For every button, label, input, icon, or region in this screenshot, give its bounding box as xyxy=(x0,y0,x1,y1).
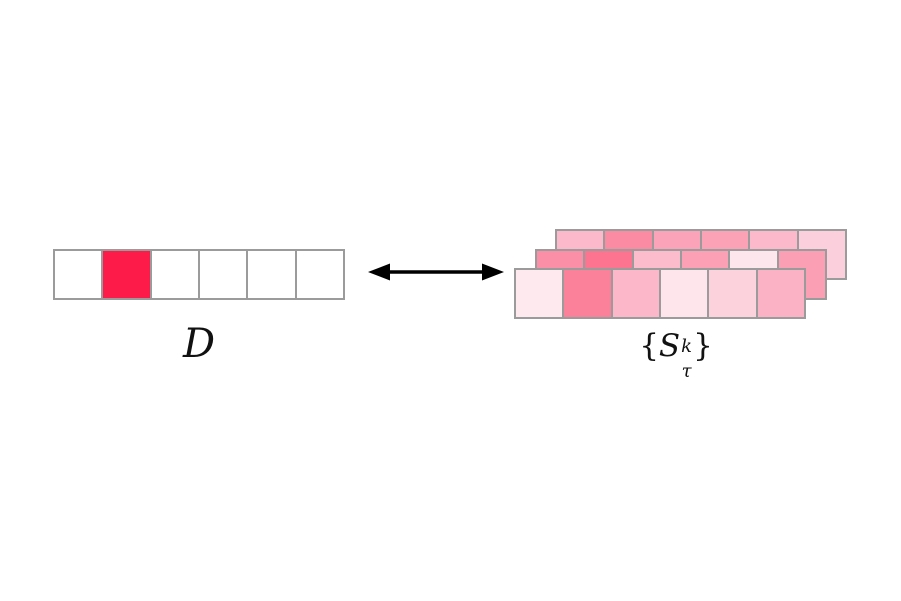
double-arrow-icon xyxy=(368,263,504,281)
subsets-symbol: S xyxy=(658,328,681,364)
dataset-cell-highlighted xyxy=(103,251,152,298)
dataset-cell xyxy=(199,251,249,298)
dataset-cell xyxy=(151,251,200,298)
dataset-label: D xyxy=(182,321,216,367)
brace-open: { xyxy=(639,328,659,364)
subset-cell xyxy=(757,270,804,317)
subset-cell xyxy=(660,270,710,317)
subset-cell xyxy=(564,270,613,317)
subsets-subscript: τ xyxy=(681,360,692,382)
subset-cell xyxy=(709,270,758,317)
dataset-strip xyxy=(53,249,345,300)
dataset-cell xyxy=(248,251,297,298)
subset-cell xyxy=(516,270,565,317)
subset-strip-front xyxy=(514,268,806,319)
brace-close: } xyxy=(693,328,713,364)
dataset-cell xyxy=(296,251,343,298)
subsets-superscript: k xyxy=(681,335,693,357)
dataset-cell xyxy=(55,251,104,298)
subset-cell xyxy=(612,270,661,317)
